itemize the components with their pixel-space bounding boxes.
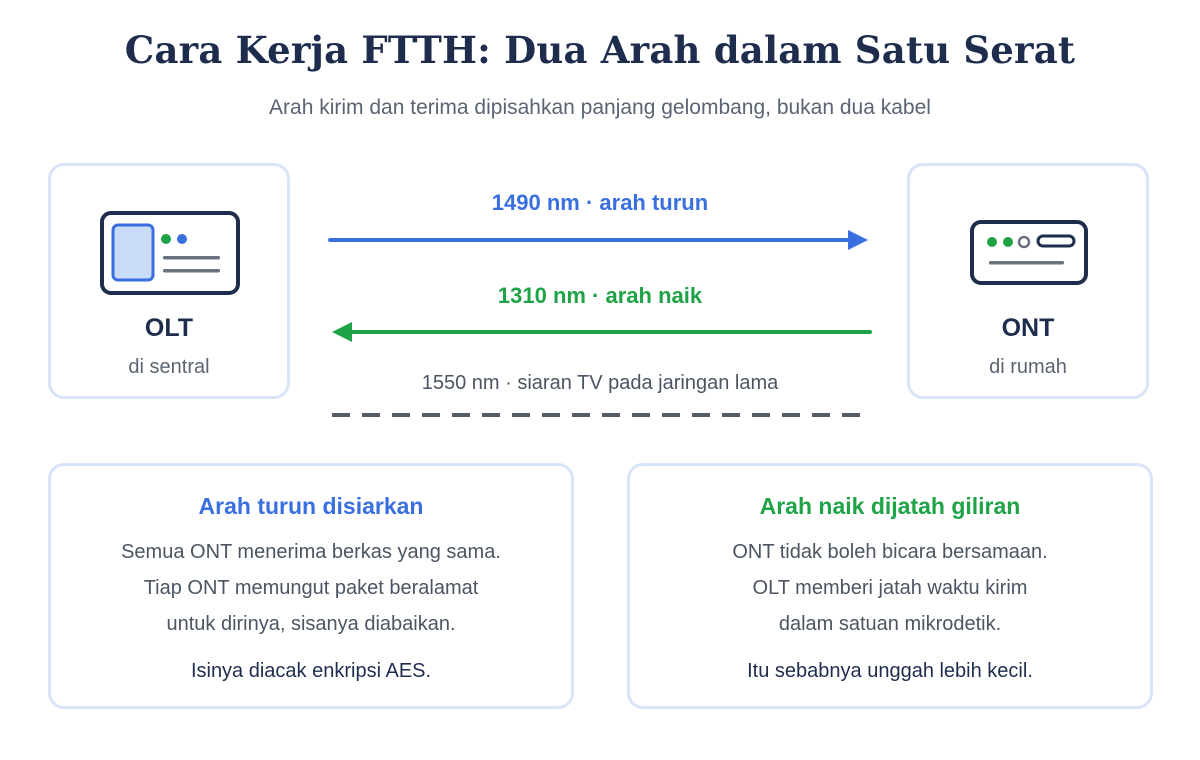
downstream-card-line: untuk dirinya, sisanya diabaikan. bbox=[166, 613, 456, 635]
olt-device-icon bbox=[100, 211, 240, 295]
downstream-card-line: Semua ONT menerima berkas yang sama. bbox=[121, 541, 501, 563]
tv-label: 1550 nm · siaran TV pada jaringan lama bbox=[421, 372, 779, 394]
olt-card: OLT di sentral bbox=[48, 163, 290, 399]
upstream-card-line: dalam satuan mikrodetik. bbox=[778, 613, 1002, 635]
page-subtitle: Arah kirim dan terima dipisahkan panjang… bbox=[269, 96, 931, 119]
ont-card: ONT di rumah bbox=[907, 163, 1149, 399]
downstream-arrow bbox=[328, 230, 868, 250]
ont-device-icon bbox=[970, 220, 1088, 285]
downstream-card-note: Isinya diacak enkripsi AES. bbox=[190, 660, 432, 682]
page-title: Cara Kerja FTTH: Dua Arah dalam Satu Ser… bbox=[124, 28, 1076, 72]
upstream-card-title: Arah naik dijatah giliran bbox=[759, 493, 1021, 519]
upstream-card-line: OLT memberi jatah waktu kirim bbox=[752, 577, 1028, 599]
ont-location: di rumah bbox=[989, 356, 1067, 378]
downstream-card-title: Arah turun disiarkan bbox=[198, 493, 424, 519]
olt-location: di sentral bbox=[128, 356, 210, 378]
downstream-label: 1490 nm · arah turun bbox=[491, 190, 709, 215]
upstream-card-line: ONT tidak boleh bicara bersamaan. bbox=[732, 541, 1048, 563]
upstream-info-card: Arah naik dijatah giliran ONT tidak bole… bbox=[627, 463, 1153, 709]
upstream-label: 1310 nm · arah naik bbox=[497, 283, 703, 308]
upstream-arrow bbox=[332, 322, 872, 342]
downstream-info-card: Arah turun disiarkan Semua ONT menerima … bbox=[48, 463, 574, 709]
link-arrows bbox=[328, 230, 872, 417]
downstream-card-line: Tiap ONT memungut paket beralamat bbox=[143, 577, 479, 599]
ont-name: ONT bbox=[1001, 314, 1055, 342]
upstream-card-note: Itu sebabnya unggah lebih kecil. bbox=[747, 660, 1033, 682]
olt-name: OLT bbox=[144, 314, 194, 342]
